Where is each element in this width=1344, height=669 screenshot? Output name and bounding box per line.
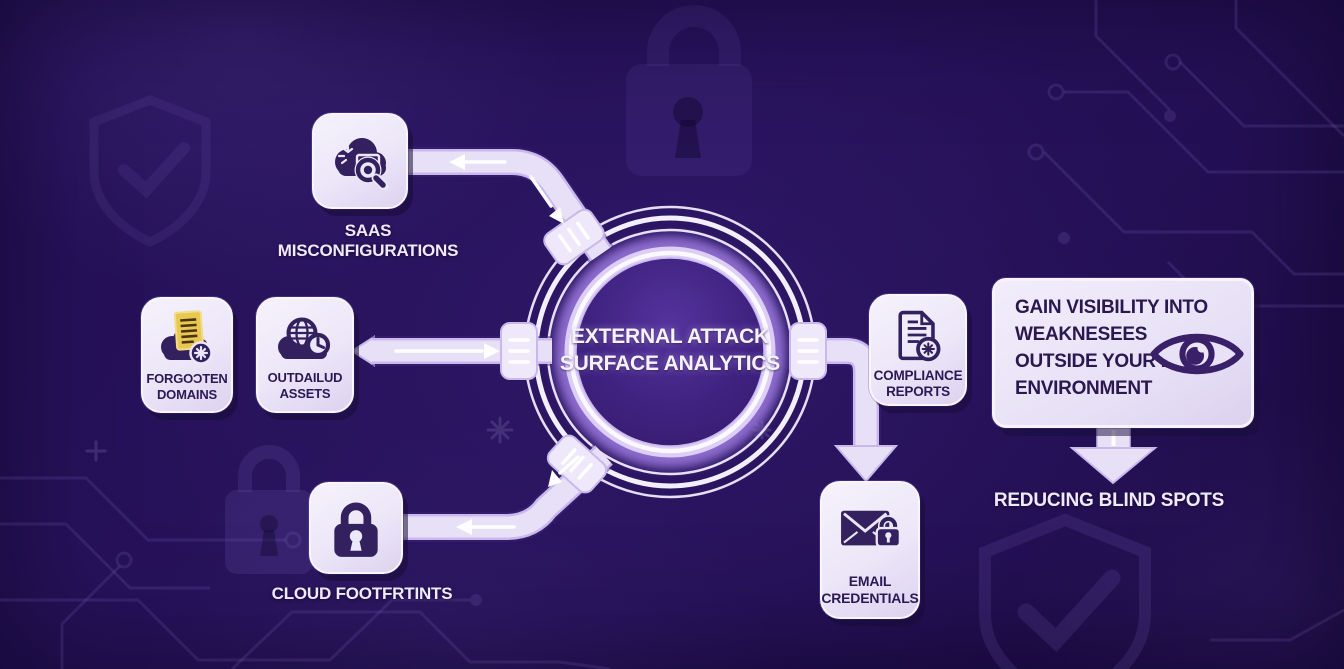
- eye-icon: [1150, 333, 1244, 375]
- label-compliance-reports: COMPLIANCE REPORTS: [873, 368, 963, 400]
- shield-silhouette-left: [89, 95, 211, 247]
- panel-line4: ENVIRONMENT: [1015, 378, 1153, 400]
- visibility-panel: GAIN VISIBILITY INTO WEAKNESEES OUTSIDE …: [992, 278, 1254, 428]
- document-badge-icon: [898, 310, 941, 362]
- shield-silhouette-bottom-right: [979, 513, 1151, 669]
- label-saas-misconfigurations: SAAS MISCONFIGURATIONS: [277, 221, 459, 260]
- panel-down-arrow: [1069, 425, 1158, 485]
- cloud-globe-clock-icon: [278, 317, 331, 359]
- down-arrowhead-email: [833, 445, 899, 483]
- collar-west: [500, 322, 538, 380]
- caption-reducing-blind-spots: REDUCING BLIND SPOTS: [993, 490, 1225, 511]
- collar-southwest: [546, 434, 608, 494]
- connector-email: [800, 336, 899, 483]
- padlock-silhouette-left: [225, 445, 313, 574]
- envelope-lock-icon: [841, 510, 902, 548]
- center-title: EXTERNAL ATTACK SURFACE ANALYTICS: [556, 324, 784, 378]
- panel-line1: GAIN VISIBILITY INTO: [1015, 297, 1208, 318]
- label-email-credentials: EMAIL CREDENTIALS: [821, 573, 919, 607]
- center-title-line1: EXTERNAL ATTACK: [570, 325, 770, 348]
- node-saas-misconfigurations: [312, 113, 408, 209]
- cloud-document-icon: [161, 310, 213, 365]
- node-outdated-assets: OUTDAILUD ASSETS: [256, 297, 354, 413]
- center-circle: [575, 257, 765, 447]
- label-outdated-assets: OUTDAILUD ASSETS: [267, 370, 343, 401]
- panel-line2: WEAKNESEES: [1015, 324, 1148, 346]
- center-title-line2: SURFACE ANALYTICS: [559, 351, 781, 375]
- collar-east: [789, 322, 827, 380]
- connector-saas: [408, 147, 614, 263]
- circuit-traces-bottom-left: [0, 476, 1344, 669]
- cloud-magnifier-icon: [335, 138, 389, 190]
- node-email-credentials: EMAIL CREDENTIALS: [820, 481, 920, 619]
- node-forgotten-domains: FORGOƆTEN DOMAINS: [141, 297, 233, 413]
- label-forgotten-domains: FORGOƆTEN DOMAINS: [146, 371, 228, 402]
- padlock-icon: [334, 502, 378, 557]
- flow-arrows: [394, 154, 580, 535]
- node-compliance-reports: COMPLIANCE REPORTS: [869, 294, 967, 406]
- sparkle-decor: [85, 416, 772, 462]
- collar-northwest: [543, 208, 605, 266]
- node-cloud-footprints: [309, 482, 403, 574]
- padlock-silhouette-top: [626, 5, 752, 176]
- label-cloud-footprints: CLOUD FOOTFRTINTS: [271, 584, 453, 603]
